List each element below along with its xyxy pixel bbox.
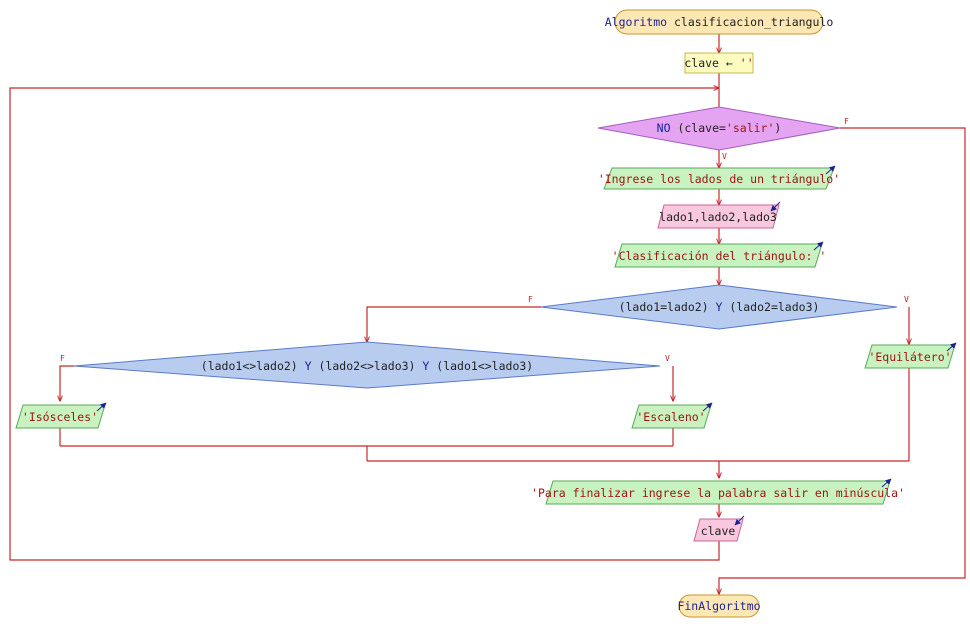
input-sides[interactable]: lado1,lado2,lado3	[657, 201, 781, 229]
cond2-operator-1: Y	[305, 359, 312, 373]
cond2-true-label: V	[665, 354, 670, 363]
cond2-part-b: (lado2<>lado3)	[319, 359, 416, 373]
end-terminal[interactable]: FinAlgoritmo	[677, 594, 761, 618]
output-isosceles[interactable]: 'Isósceles'	[15, 402, 107, 429]
condition-scalene[interactable]: (lado1<>lado2) Y (lado2<>lado3) Y (lado1…	[73, 341, 661, 389]
assign-op: ←	[726, 56, 733, 70]
input-key-text: clave	[701, 524, 736, 538]
svg-text:NO (clave='salir'): NO (clave='salir')	[657, 121, 782, 135]
output-finish-instruction-text: 'Para finalizar ingrese la palabra salir…	[531, 486, 905, 500]
input-key[interactable]: clave	[693, 515, 745, 542]
cond2-false-label: F	[60, 354, 65, 363]
cond2-part-a: (lado1<>lado2)	[201, 359, 298, 373]
output-isosceles-text: 'Isósceles'	[22, 410, 98, 424]
loop-expr-close: )	[774, 121, 781, 135]
loop-expr-string: 'salir'	[726, 121, 774, 135]
output-enter-sides-text: 'Ingrese los lados de un triángulo'	[598, 172, 840, 186]
svg-text:(lado1=lado2) Y (lado2=lado3): (lado1=lado2) Y (lado2=lado3)	[619, 300, 820, 314]
loop-condition[interactable]: NO (clave='salir')	[597, 106, 841, 151]
cond1-operator: Y	[716, 300, 723, 314]
svg-text:(lado1<>lado2) Y (lado2<>lado3: (lado1<>lado2) Y (lado2<>lado3) Y (lado1…	[201, 359, 533, 373]
loop-false-label: F	[844, 117, 849, 126]
start-terminal[interactable]: Algoritmo clasificacion_triangulo	[605, 9, 834, 35]
connectors: V F V F V F	[9, 34, 966, 594]
assign-var: clave	[684, 56, 719, 70]
cond1-left: (lado1=lado2)	[619, 300, 709, 314]
svg-text:Algoritmo clasificacion_triang: Algoritmo clasificacion_triangulo	[605, 15, 834, 29]
loop-true-label: V	[722, 152, 727, 161]
output-scalene-text: 'Escaleno'	[636, 410, 705, 424]
output-scalene[interactable]: 'Escaleno'	[631, 402, 713, 429]
cond2-operator-2: Y	[422, 359, 429, 373]
cond2-part-c: (lado1<>lado3)	[436, 359, 533, 373]
output-equilateral[interactable]: 'Equilátero'	[864, 342, 957, 369]
end-keyword: FinAlgoritmo	[677, 599, 760, 613]
cond1-right: (lado2=lado3)	[729, 300, 819, 314]
output-equilateral-text: 'Equilátero'	[868, 350, 951, 364]
loop-expr-open: (clave=	[677, 121, 726, 135]
svg-text:clave ← '': clave ← ''	[684, 56, 753, 70]
output-classification[interactable]: 'Clasificación del triángulo: '	[612, 241, 827, 268]
algorithm-name: clasificacion_triangulo	[674, 15, 833, 29]
output-finish-instruction[interactable]: 'Para finalizar ingrese la palabra salir…	[531, 478, 905, 505]
start-keyword: Algoritmo	[605, 15, 667, 29]
output-enter-sides[interactable]: 'Ingrese los lados de un triángulo'	[598, 165, 840, 190]
assign-value: ''	[740, 56, 754, 70]
condition-equilateral[interactable]: (lado1=lado2) Y (lado2=lado3)	[540, 284, 898, 330]
input-sides-text: lado1,lado2,lado3	[659, 210, 777, 224]
cond1-false-label: F	[528, 295, 533, 304]
output-classification-text: 'Clasificación del triángulo: '	[612, 249, 827, 263]
loop-keyword: NO	[657, 121, 671, 135]
assign-node[interactable]: clave ← ''	[684, 52, 754, 74]
cond1-true-label: V	[904, 295, 909, 304]
